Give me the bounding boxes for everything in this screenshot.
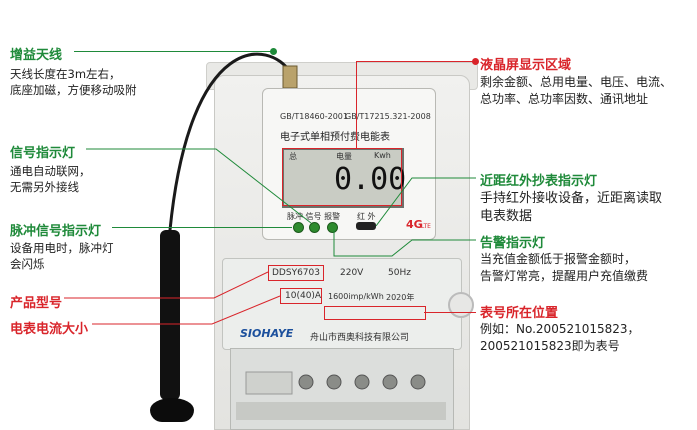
lcd-desc-2: 总功率、总功率因数、通讯地址 <box>480 92 649 106</box>
antenna-desc-1: 天线长度在3m左右， <box>10 67 121 81</box>
net-sub: LTE <box>421 223 431 230</box>
signal-led-desc-2: 无需另外接线 <box>10 180 79 194</box>
current-leader-line <box>92 295 281 325</box>
meter-standard-2: GB/T17215.321-2008 <box>345 112 431 121</box>
ir-label: 红 外 <box>357 212 376 221</box>
meter-name: 电子式单相预付费电能表 <box>280 132 390 143</box>
model-title: 产品型号 <box>10 296 63 311</box>
antenna-leader-dot <box>270 48 277 55</box>
alarm-desc-2: 告警灯常亮，提醒用户充值缴费 <box>480 269 649 283</box>
brand-logo: SIOHAYE <box>240 327 294 340</box>
current-highlight-box <box>280 288 322 304</box>
alarm-led <box>327 222 338 233</box>
lcd-screen <box>282 148 404 208</box>
terminal-screws <box>236 371 446 420</box>
lcd-title: 液晶屏显示区域 <box>480 58 572 73</box>
antenna-leader-line <box>74 51 274 52</box>
nameplate <box>222 258 462 350</box>
signal-led-title: 信号指示灯 <box>10 146 76 161</box>
lcd-leader-line-v <box>356 61 357 149</box>
model-text: DDSY6703 <box>272 268 320 278</box>
lcd-total-label: 总 <box>289 152 297 161</box>
ir-window <box>356 222 376 230</box>
year-text: 2020年 <box>386 293 415 302</box>
ir-title: 近距红外抄表指示灯 <box>480 174 598 189</box>
serial-leader-line <box>424 312 476 313</box>
signal-led <box>309 222 320 233</box>
meter-standard-1: GB/T18460-2001 <box>280 112 348 121</box>
antenna-desc-2: 底座加磁，方便移动吸附 <box>10 83 137 97</box>
alarm-title: 告警指示灯 <box>480 236 546 251</box>
lcd-leader-line-h <box>356 61 476 62</box>
current-title: 电表电流大小 <box>10 322 89 337</box>
lcd-power-label: 电量 <box>336 152 352 161</box>
pulse-led-title: 脉冲信号指示灯 <box>10 224 102 239</box>
company-name: 舟山市西奥科技有限公司 <box>310 333 410 343</box>
ir-desc-1: 手持红外接收设备，近距离读取 <box>480 191 663 206</box>
current-text: 10(40)A <box>285 291 322 301</box>
imp-text: 1600imp/kWh <box>328 292 384 301</box>
pulse-led <box>293 222 304 233</box>
seal-screw <box>448 292 474 318</box>
lcd-highlight-box <box>282 148 402 206</box>
voltage-text: 220V <box>340 268 364 278</box>
pulse-led-desc-2: 会闪烁 <box>10 257 45 271</box>
alarm-desc-1: 当充值金额低于报警金额时， <box>480 252 637 266</box>
lcd-unit-label: Kwh <box>374 151 391 160</box>
net-badge: 4G <box>406 218 423 231</box>
lcd-desc-1: 剩余金额、总用电量、电压、电流、 <box>480 75 673 89</box>
antenna-title: 增益天线 <box>10 48 63 63</box>
serial-highlight-box <box>324 306 426 320</box>
signal-led-leader-line <box>86 148 312 224</box>
ir-leader-line <box>375 177 476 227</box>
serial-title: 表号所在位置 <box>480 306 559 321</box>
lcd-leader-dot <box>472 58 479 65</box>
pulse-led-leader-line <box>112 227 292 228</box>
signal-led-desc-1: 通电自动联网， <box>10 164 91 178</box>
led-labels: 脉冲 信号 报警 <box>287 212 341 221</box>
pulse-led-desc-1: 设备用电时，脉冲灯 <box>10 241 114 255</box>
lcd-value: 0.00 <box>334 162 407 197</box>
model-highlight-box <box>268 265 324 281</box>
ir-desc-2: 电表数据 <box>480 209 533 224</box>
alarm-leader-line <box>333 230 476 257</box>
antenna-rod <box>160 230 180 400</box>
serial-desc-1: 例如：No.200521015823， <box>480 322 640 336</box>
serial-desc-2: 200521015823即为表号 <box>480 339 620 353</box>
freq-text: 50Hz <box>388 268 411 278</box>
model-leader-line <box>64 271 269 299</box>
antenna-magnetic-base <box>150 398 194 422</box>
